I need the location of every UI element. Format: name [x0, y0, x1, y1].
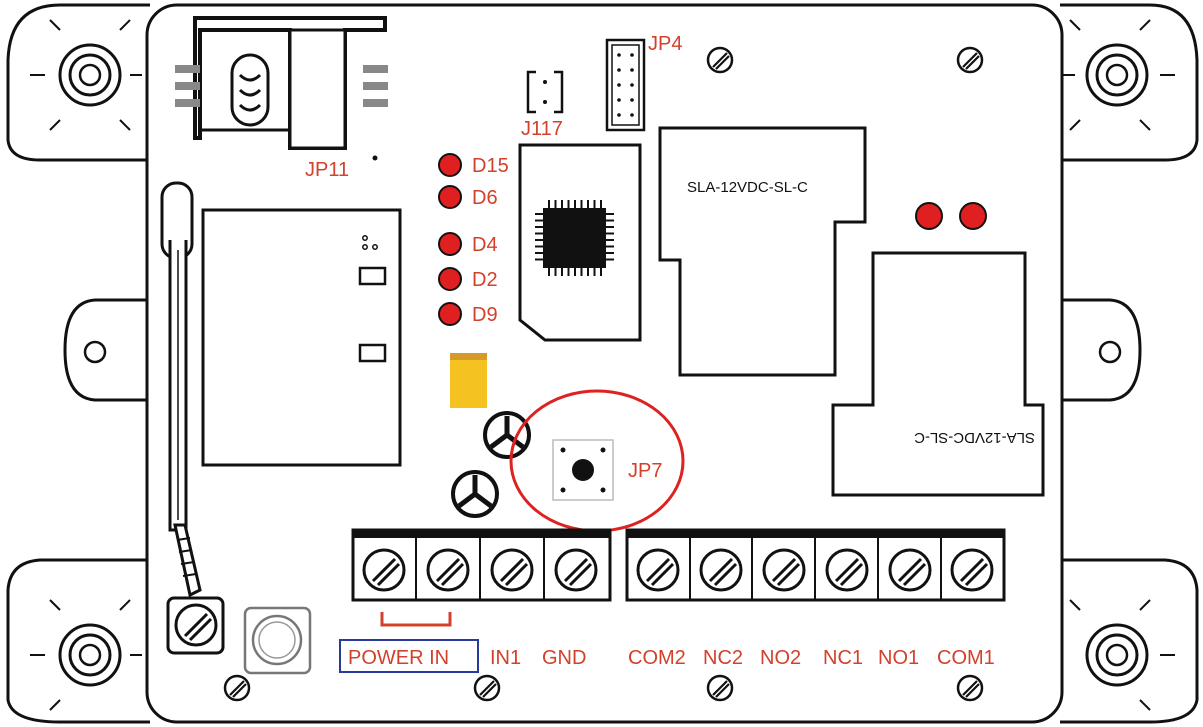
- led-d4-label: D4: [472, 234, 498, 256]
- led-d6-label: D6: [472, 187, 498, 209]
- trimmer-icon: [485, 413, 529, 457]
- relay-2: SLA-12VDC-SL-C: [831, 251, 1045, 497]
- no1-label: NO1: [878, 647, 919, 669]
- screw-icon[interactable]: [825, 548, 869, 592]
- sim-holder-jp11: [175, 16, 388, 161]
- screw-icon[interactable]: [762, 548, 806, 592]
- no2-label: NO2: [760, 647, 801, 669]
- screw-icon[interactable]: [426, 548, 470, 592]
- relay-2-label: SLA-12VDC-SL-C: [914, 429, 1035, 446]
- led-d4: [438, 232, 462, 256]
- mount-hole-icon: [1085, 43, 1149, 107]
- led-d15: [438, 153, 462, 177]
- jp7-label: JP7: [628, 460, 662, 482]
- screw-icon[interactable]: [699, 548, 743, 592]
- mount-hole-icon: [1085, 623, 1149, 687]
- push-button-icon[interactable]: [552, 439, 614, 501]
- screw-icon[interactable]: [636, 548, 680, 592]
- power-in-label: POWER IN: [348, 647, 449, 669]
- nc2-label: NC2: [703, 647, 743, 669]
- relay-led: [915, 202, 943, 230]
- nc1-label: NC1: [823, 647, 863, 669]
- led-d2: [438, 267, 462, 291]
- relay-1-label: SLA-12VDC-SL-C: [687, 179, 808, 196]
- power-in-bracket: [380, 612, 452, 627]
- jp4-label: JP4: [648, 33, 682, 55]
- screw-icon[interactable]: [554, 548, 598, 592]
- screw-icon[interactable]: [888, 548, 932, 592]
- mcu-module: [518, 143, 642, 342]
- power-in-box: [339, 639, 479, 673]
- screw-icon: [956, 674, 984, 702]
- mount-hole-icon: [58, 623, 122, 687]
- relay-led: [959, 202, 987, 230]
- screw-icon: [706, 674, 734, 702]
- terminal-block-right: [625, 528, 1006, 602]
- mount-hole-icon: [58, 43, 122, 107]
- com1-label: COM1: [937, 647, 995, 669]
- led-d15-label: D15: [472, 155, 509, 177]
- trimmer-icon: [453, 472, 497, 516]
- mount-hole-icon: [1098, 340, 1122, 364]
- header-jp4: [605, 38, 646, 132]
- screw-icon[interactable]: [362, 548, 406, 592]
- led-d9-label: D9: [472, 304, 498, 326]
- jp11-label: JP11: [305, 159, 349, 181]
- led-d6: [438, 185, 462, 209]
- header-j117: [526, 70, 564, 114]
- screw-icon[interactable]: [950, 548, 994, 592]
- in1-label: IN1: [490, 647, 521, 669]
- led-d2-label: D2: [472, 269, 498, 291]
- antenna-icon: [160, 181, 225, 655]
- fuse: [450, 353, 487, 408]
- com2-label: COM2: [628, 647, 686, 669]
- screw-icon[interactable]: [490, 548, 534, 592]
- chip-icon: [543, 208, 606, 268]
- screw-icon: [706, 46, 734, 74]
- gsm-module: [201, 208, 402, 467]
- screw-icon: [223, 674, 251, 702]
- relay-1: SLA-12VDC-SL-C: [658, 126, 867, 377]
- mount-hole-icon: [83, 340, 107, 364]
- gnd-label: GND: [542, 647, 586, 669]
- screw-icon: [956, 46, 984, 74]
- led-d9: [438, 302, 462, 326]
- inductor: [243, 606, 312, 675]
- ear-detail-lines: [30, 19, 1175, 711]
- screw-icon: [473, 674, 501, 702]
- j117-label: J117: [521, 118, 563, 140]
